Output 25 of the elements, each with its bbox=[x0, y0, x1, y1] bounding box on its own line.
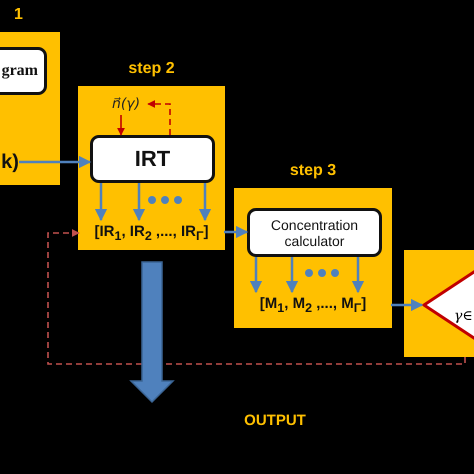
text-label: [M$_{1}$, M$_{2}$ ,..., M$_{Γ}$] bbox=[260, 295, 366, 315]
process-box: IRT bbox=[90, 135, 215, 183]
arrow bbox=[352, 257, 364, 294]
step-heading: step 3 bbox=[288, 162, 338, 180]
math-label: n⃗(γ) bbox=[112, 96, 140, 112]
condition-text: γ∈ bbox=[454, 308, 473, 324]
arrow bbox=[132, 183, 146, 222]
arrow bbox=[147, 100, 171, 135]
arrow bbox=[117, 115, 125, 136]
arrow bbox=[198, 183, 212, 222]
arrow bbox=[47, 229, 466, 365]
arrow bbox=[94, 183, 108, 222]
arrow bbox=[250, 257, 262, 294]
arrow bbox=[224, 226, 248, 238]
text-label: [IR$_{1}$, IR$_{2}$ ,..., IR$_{Γ}$] bbox=[94, 223, 208, 243]
output-label: OUTPUT bbox=[244, 412, 306, 428]
process-box: gram bbox=[0, 47, 47, 95]
arrow bbox=[391, 298, 424, 312]
text-label: k) bbox=[1, 150, 19, 174]
arrow bbox=[286, 257, 298, 294]
arrow bbox=[19, 156, 92, 168]
step-heading: 1 bbox=[14, 6, 24, 24]
process-box: Concentration calculator bbox=[247, 208, 382, 257]
block-arrow bbox=[129, 261, 175, 404]
step-heading: step 2 bbox=[127, 60, 176, 78]
